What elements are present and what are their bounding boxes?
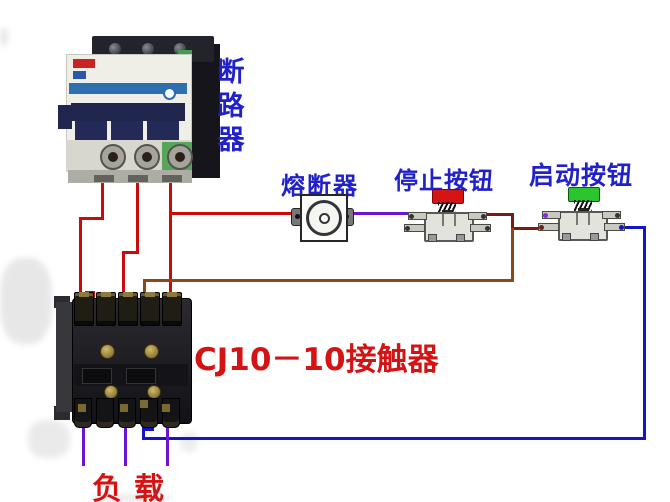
wire-segment	[468, 213, 513, 216]
breaker-blue-stripe	[69, 83, 187, 94]
breaker-terminal-area	[66, 140, 193, 172]
spring-icon	[574, 200, 592, 211]
button-terminal	[468, 212, 487, 220]
breaker-face	[58, 54, 192, 150]
contactor-terminal-top	[140, 292, 160, 326]
wire-segment	[166, 402, 169, 466]
wire-segment	[122, 251, 139, 254]
contactor-side	[56, 302, 76, 412]
start-button-label: 启动按钮	[529, 161, 634, 190]
contactor-terminal-bottom	[162, 398, 180, 428]
contactor-label: CJ10－10接触器	[194, 342, 439, 378]
certification-mark-icon	[163, 87, 176, 100]
breaker-terminal	[100, 144, 126, 170]
breaker-logo	[73, 59, 95, 68]
wire-segment	[511, 213, 514, 230]
terminal-screw	[109, 43, 121, 55]
button-terminal	[404, 224, 425, 232]
spring-icon	[438, 202, 456, 213]
gray-artifact	[94, 495, 168, 501]
circuit-breaker-label: 断 路 器	[214, 56, 248, 158]
wire-segment	[82, 416, 85, 466]
wire-segment	[142, 428, 154, 431]
start-button	[528, 181, 638, 241]
stop-button	[398, 184, 494, 242]
button-terminal	[538, 223, 559, 231]
gray-artifact	[0, 28, 8, 46]
gray-artifact	[28, 420, 70, 458]
fuse-center-dot	[319, 213, 330, 224]
gray-artifact	[0, 258, 52, 344]
contactor-terminal-bottom	[96, 398, 114, 428]
contactor-screw	[104, 385, 118, 399]
button-terminal	[542, 211, 561, 219]
contactor-terminal-top	[96, 292, 116, 326]
wire-segment	[79, 217, 104, 220]
contactor-terminal-top	[118, 292, 138, 326]
breaker-label-char: 路	[217, 91, 245, 122]
terminal-screw	[142, 43, 154, 55]
wire-segment	[143, 279, 514, 282]
breaker-tie-bar	[71, 103, 185, 121]
terminal-screw	[562, 233, 571, 241]
breaker-bottom-strip	[68, 170, 192, 183]
wire-segment	[169, 179, 172, 303]
contactor-screw	[147, 385, 161, 399]
wire-segment	[144, 437, 646, 440]
wire-segment	[172, 212, 299, 215]
contactor-screw	[100, 344, 115, 359]
circuit-breaker	[58, 32, 248, 187]
load-label: 负载	[92, 472, 176, 502]
breaker-notch	[94, 175, 114, 182]
brass-bit	[140, 400, 148, 408]
plunger	[442, 214, 456, 226]
breaker-label-char: 断	[217, 57, 245, 88]
contactor	[48, 288, 198, 434]
wire-segment	[124, 402, 127, 466]
contactor-terminal-bottom	[118, 398, 136, 428]
wire-segment	[136, 182, 139, 254]
breaker-notch	[162, 175, 182, 182]
contactor-screw	[144, 344, 159, 359]
contactor-terminal-bottom	[74, 398, 92, 428]
breaker-logo-blue	[73, 71, 86, 79]
button-terminal	[408, 212, 427, 220]
contactor-recess	[74, 364, 188, 386]
wire-segment	[643, 226, 646, 440]
wire-segment	[511, 228, 514, 281]
plunger	[576, 213, 590, 225]
wire-segment	[143, 279, 146, 303]
wire-segment	[122, 251, 125, 304]
button-terminal	[604, 223, 625, 231]
wire-segment	[511, 227, 556, 230]
fuse	[291, 191, 354, 243]
terminal-screw	[428, 234, 437, 242]
wire-segment	[101, 179, 104, 220]
breaker-terminal	[134, 144, 160, 170]
brass-bit	[162, 404, 170, 412]
breaker-terminal	[167, 144, 193, 170]
button-terminal	[602, 211, 621, 219]
brass-bit	[120, 404, 128, 412]
breaker-label-char: 器	[217, 125, 245, 156]
contactor-terminal-top	[74, 292, 94, 326]
contactor-window	[82, 368, 112, 384]
contactor-window	[126, 368, 156, 384]
contactor-terminal-top	[162, 292, 182, 326]
wire-segment	[349, 212, 411, 215]
terminal-screw	[295, 214, 300, 219]
terminal-screw	[456, 234, 465, 242]
breaker-notch	[128, 175, 148, 182]
wire-segment	[79, 217, 82, 307]
gray-artifact	[180, 432, 198, 452]
terminal-screw	[590, 233, 599, 241]
brass-bit	[78, 404, 86, 412]
fuse-body	[300, 194, 348, 242]
plunger-stem	[578, 208, 588, 213]
breaker-handle-tab	[58, 105, 72, 129]
button-terminal	[470, 224, 491, 232]
